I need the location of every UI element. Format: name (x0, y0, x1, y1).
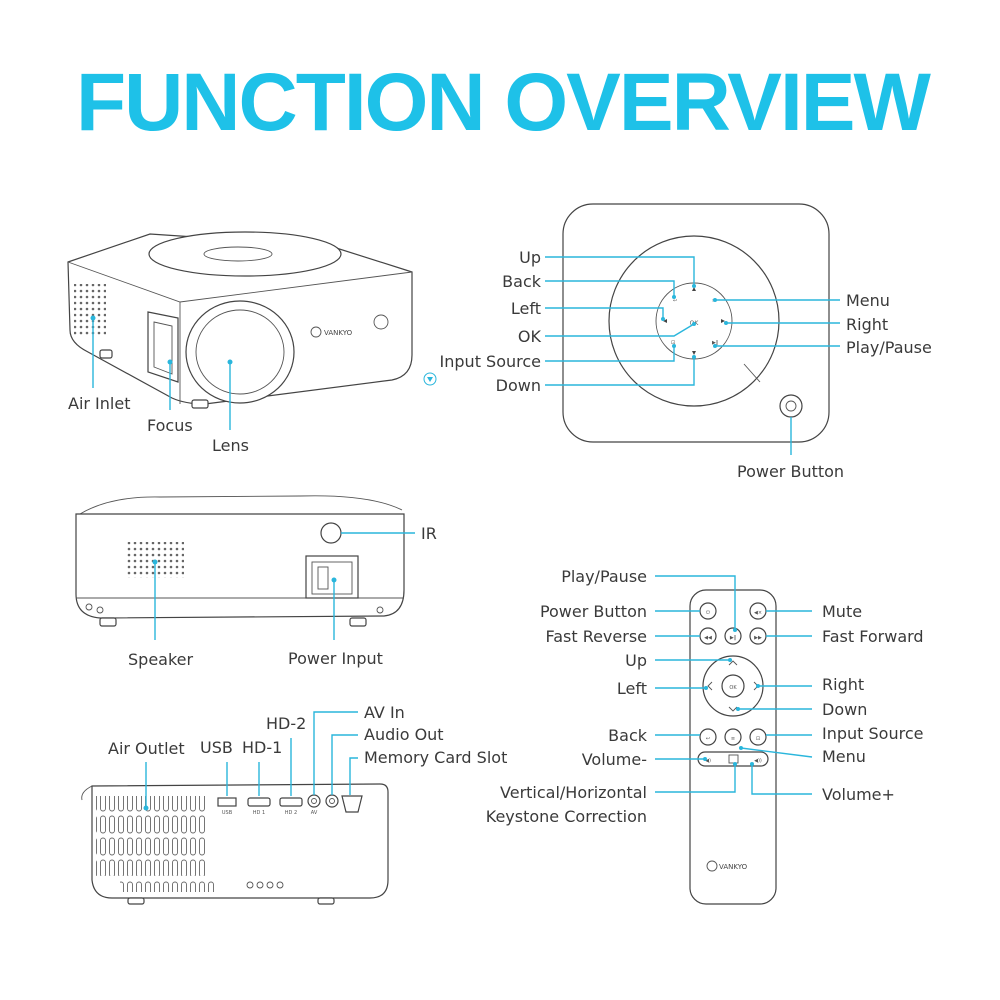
label-remote-keystone-line1: Vertical/Horizontal (500, 783, 647, 802)
input-source-icon: ⊡ (756, 736, 760, 742)
label-remote-keystone-line2: Keystone Correction (486, 807, 647, 826)
label-remote-down: Down (822, 700, 867, 719)
label-ok: OK (518, 327, 542, 346)
label-menu: Menu (846, 291, 890, 310)
projector-back-view: IR Speaker Power Input (75, 495, 437, 669)
label-hd2: HD-2 (266, 714, 306, 733)
label-power-button: Power Button (737, 462, 844, 481)
left-arrow-icon[interactable] (707, 681, 713, 691)
label-right: Right (846, 315, 888, 334)
remote-back-button[interactable] (699, 728, 717, 746)
hd1-port (247, 797, 271, 807)
power-icon: ⏻ (706, 610, 710, 616)
power-input-socket (305, 555, 359, 599)
label-remote-power-button: Power Button (540, 602, 647, 621)
volume-minus-button[interactable]: ◀) (705, 758, 711, 764)
vankyo-logo-icon (310, 326, 322, 338)
label-left: Left (511, 299, 541, 318)
remote-ok-button[interactable] (721, 674, 745, 698)
up-arrow-icon[interactable] (692, 287, 696, 291)
label-remote-back: Back (608, 726, 648, 745)
remote-input-source-button[interactable] (749, 728, 767, 746)
input-source-icon[interactable]: ⊡ (671, 340, 675, 346)
memory-card-slot (341, 795, 363, 813)
wifi-icon (423, 372, 437, 386)
av-in-jack (307, 794, 321, 808)
remote-brand: VANKYO (719, 863, 748, 871)
label-input-source: Input Source (440, 352, 541, 371)
label-usb: USB (200, 738, 233, 757)
label-lens: Lens (212, 436, 249, 455)
back-icon[interactable]: ↩ (673, 298, 677, 304)
label-remote-fast-forward: Fast Forward (822, 627, 924, 646)
remote-play-pause-button[interactable] (724, 627, 742, 645)
play-pause-icon[interactable]: ▶‖ (712, 340, 718, 346)
remote-control: ⏻ ◀× ◀◀ ▶‖ ▶▶ OK ↩ ≡ ⊡ ◀) ◀)) VANKYO (486, 567, 924, 905)
ir-receiver (320, 522, 342, 544)
right-arrow-icon[interactable] (721, 319, 725, 323)
label-play-pause: Play/Pause (846, 338, 932, 357)
projector-brand: VANKYO (324, 329, 353, 337)
hd1-port-label: HD 1 (253, 810, 265, 816)
av-port-label: AV (311, 810, 318, 816)
menu-icon: ≡ (731, 736, 735, 742)
label-back: Back (502, 272, 542, 291)
label-remote-menu: Menu (822, 747, 866, 766)
label-power-input: Power Input (288, 649, 383, 668)
remote-menu-button[interactable] (724, 728, 742, 746)
hd2-port-label: HD 2 (285, 810, 297, 816)
mute-icon: ◀× (754, 610, 762, 616)
fast-forward-icon: ▶▶ (754, 635, 762, 641)
audio-out-jack (325, 794, 339, 808)
label-memory-card-slot: Memory Card Slot (364, 748, 507, 767)
page-title: FUNCTION OVERVIEW (76, 57, 931, 148)
label-speaker: Speaker (128, 650, 194, 669)
back-icon: ↩ (706, 736, 710, 742)
label-remote-input-source: Input Source (822, 724, 923, 743)
vankyo-logo-icon (706, 860, 718, 872)
projector-side-view: USB HD 1 HD 2 AV Air Outlet USB HD-1 HD-… (81, 703, 507, 905)
up-arrow-icon[interactable] (728, 660, 738, 666)
lens (185, 300, 295, 404)
usb-port-label: USB (222, 810, 233, 816)
label-down: Down (496, 376, 541, 395)
label-remote-fast-reverse: Fast Reverse (545, 627, 647, 646)
label-up: Up (519, 248, 541, 267)
focus-ring (147, 311, 179, 383)
label-air-outlet: Air Outlet (108, 739, 185, 758)
label-hd1: HD-1 (242, 738, 282, 757)
projector-front-view: VANKYO Air Inlet Focus Lens (67, 231, 437, 455)
left-arrow-icon[interactable] (663, 319, 667, 323)
down-arrow-icon[interactable] (728, 706, 738, 712)
play-pause-icon: ▶‖ (730, 635, 736, 641)
label-focus: Focus (147, 416, 193, 435)
usb-port (217, 797, 237, 807)
top-control-panel: OK ↩ ≡ ⊡ ▶‖ Up Back Left OK Input Source… (440, 203, 932, 481)
label-av-in: AV In (364, 703, 405, 722)
volume-plus-button[interactable]: ◀)) (754, 758, 762, 764)
ir-window-icon (373, 314, 389, 330)
label-remote-up: Up (625, 651, 647, 670)
hd2-port (279, 797, 303, 807)
power-button[interactable] (779, 394, 803, 418)
label-remote-volume-plus: Volume+ (822, 785, 895, 804)
label-remote-mute: Mute (822, 602, 862, 621)
air-outlet-vents (96, 796, 208, 876)
remote-ok-label: OK (729, 685, 737, 691)
label-remote-play-pause: Play/Pause (561, 567, 647, 586)
label-ir: IR (421, 524, 437, 543)
label-remote-volume-minus: Volume- (582, 750, 647, 769)
air-inlet-grille (74, 284, 106, 336)
down-arrow-icon[interactable] (692, 351, 696, 355)
label-remote-left: Left (617, 679, 647, 698)
label-audio-out: Audio Out (364, 725, 444, 744)
label-remote-right: Right (822, 675, 864, 694)
label-air-inlet: Air Inlet (68, 394, 130, 413)
fast-reverse-icon: ◀◀ (704, 635, 712, 641)
